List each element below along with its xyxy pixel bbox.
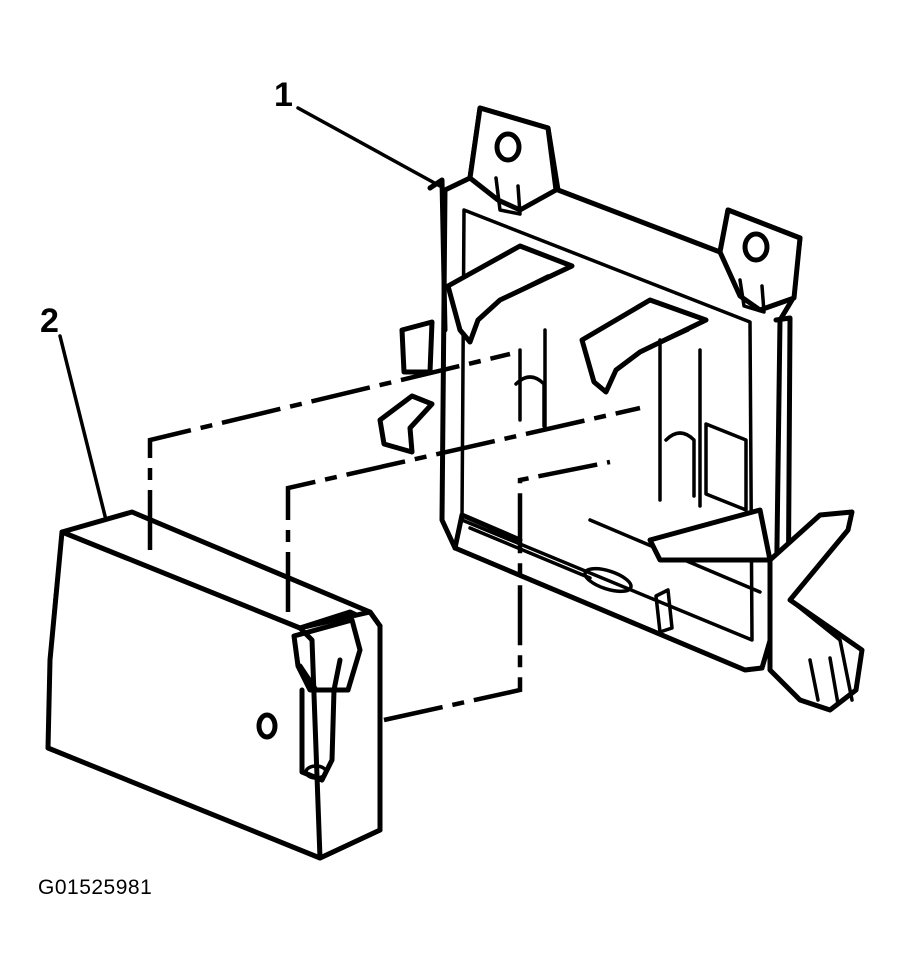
alignment-lines xyxy=(147,351,641,723)
leader-line-2 xyxy=(58,334,108,522)
callout-label-1: 1 xyxy=(274,76,293,114)
figure-id: G01525981 xyxy=(38,876,153,899)
callout-label-2: 2 xyxy=(40,302,59,340)
mounting-bracket xyxy=(377,105,865,713)
leader-line-1 xyxy=(296,106,442,188)
callout-leaders xyxy=(58,106,442,522)
control-module xyxy=(45,509,383,861)
